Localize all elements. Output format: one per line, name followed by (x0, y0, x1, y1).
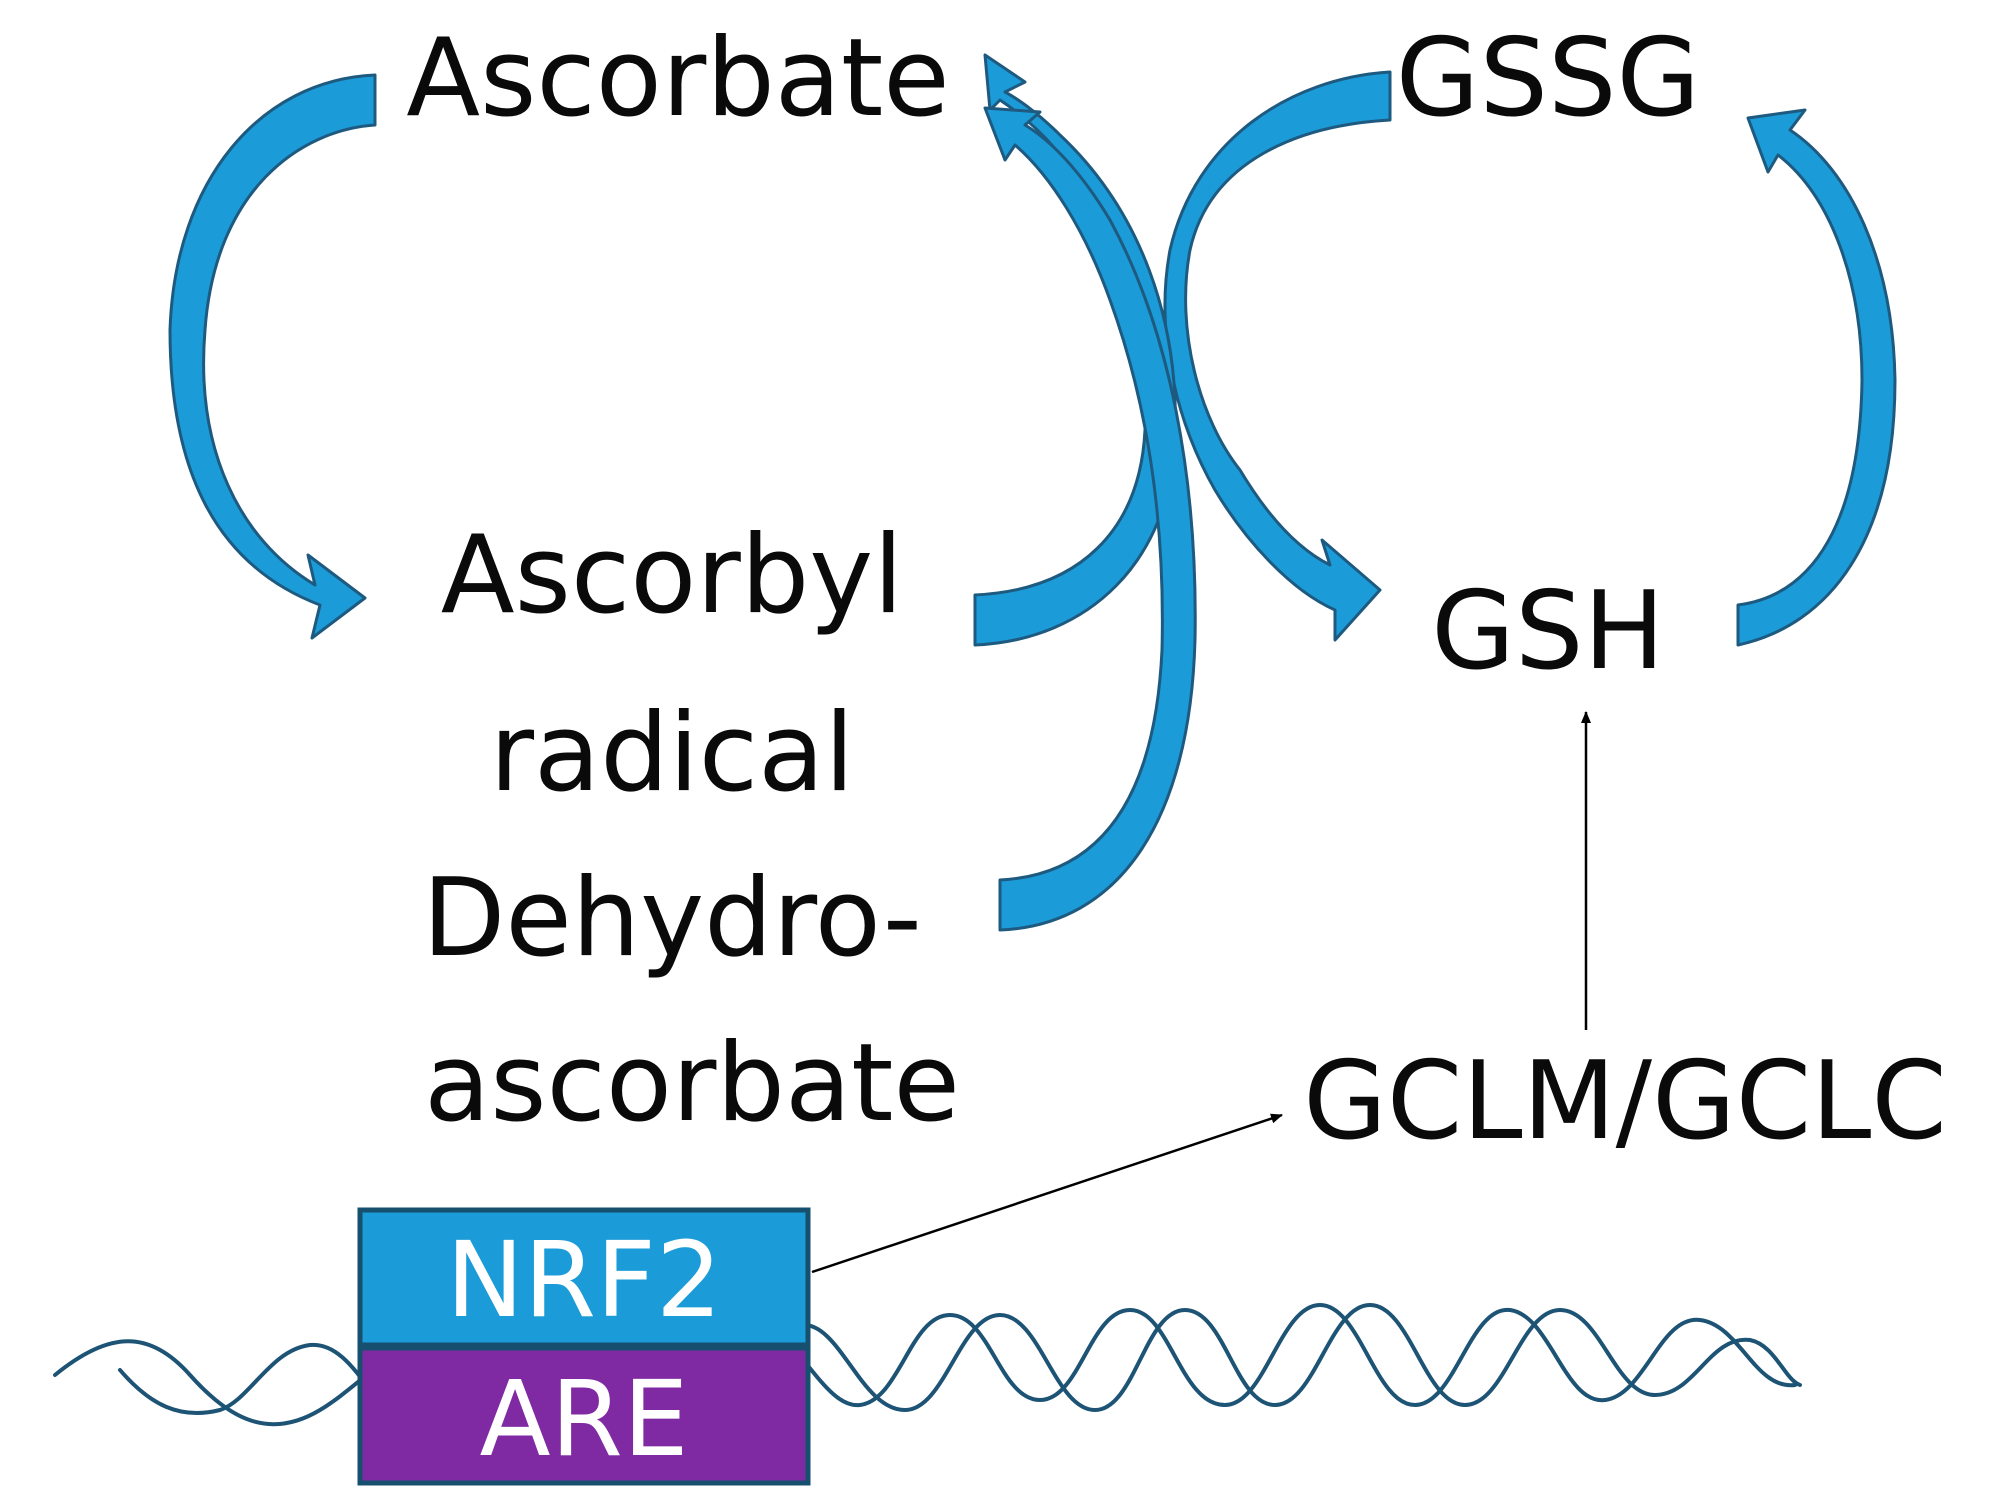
gssg-to-gsh-arrow (1163, 70, 1392, 642)
ascorbate-to-ascorbyl-arrow (168, 73, 377, 640)
dehydroascorbate-label-line1: Dehydro- (422, 856, 922, 981)
dehydroascorbate-label-line2: ascorbate (424, 1021, 960, 1146)
reaction-arrows (168, 53, 1897, 932)
dehydroascorbate-to-ascorbate-arrow (983, 106, 1197, 932)
are-label: ARE (479, 1358, 688, 1480)
nrf2-label: NRF2 (446, 1219, 722, 1341)
gsh-to-gssg-arrow (1736, 108, 1897, 647)
gssg-label: GSSG (1396, 16, 1701, 141)
dna-double-helix (53, 1302, 1802, 1448)
ascorbyl-label-line1: Ascorbyl (441, 513, 903, 638)
are-box (357, 1345, 811, 1486)
transcription-factor-boxes: NRF2 ARE (357, 1207, 811, 1486)
nrf2-to-gclm-arrow (811, 1113, 1283, 1274)
gclm-gclc-label: GCLM/GCLC (1303, 1039, 1947, 1164)
nrf2-box (357, 1207, 811, 1348)
ascorbyl-label-line2: radical (490, 691, 855, 816)
gsh-label: GSH (1431, 569, 1664, 694)
molecule-labels: Ascorbate Ascorbyl radical Dehydro- asco… (406, 16, 1947, 1164)
regulation-arrows (811, 711, 1591, 1274)
ascorbate-label: Ascorbate (406, 16, 950, 141)
